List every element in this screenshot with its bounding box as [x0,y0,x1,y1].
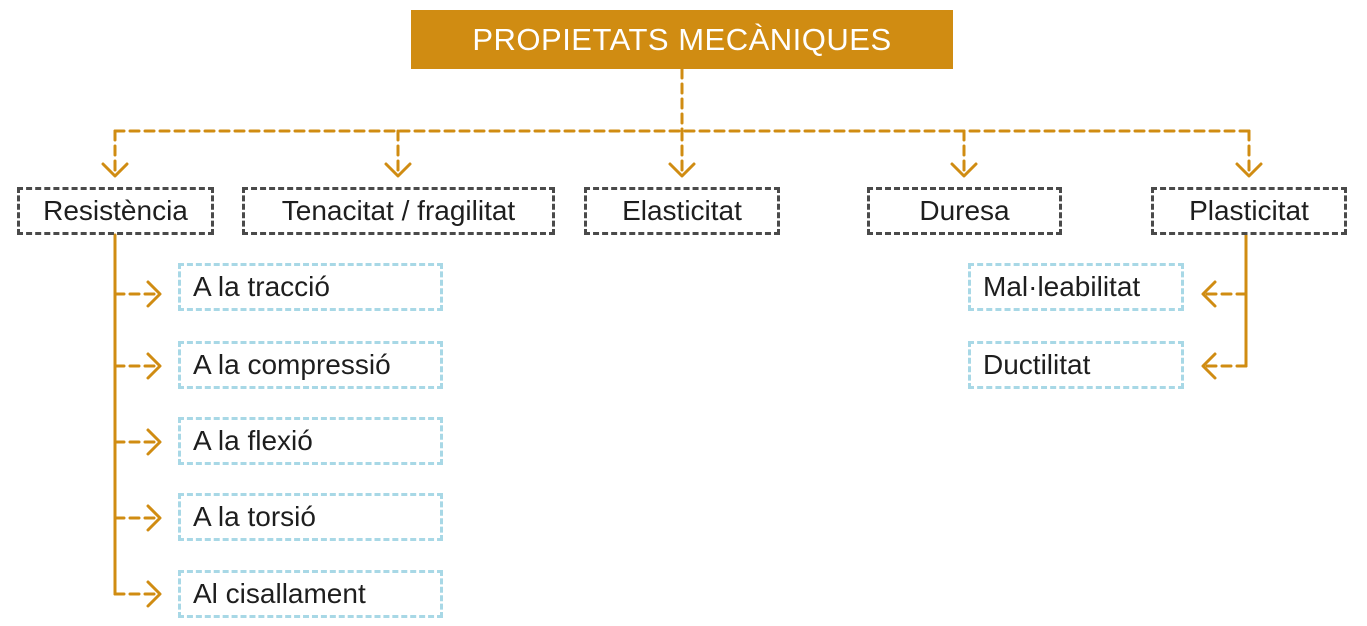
subtype-flexio: A la flexió [178,417,443,465]
arrowhead-malleabilitat [1201,280,1217,308]
arrowhead-traccio [146,280,162,308]
category-plasticitat: Plasticitat [1151,187,1347,235]
category-elasticitat: Elasticitat [584,187,780,235]
category-tenacitat: Tenacitat / fragilitat [242,187,555,235]
arrowhead-torsio [146,504,162,532]
arrowhead-plasticitat [1235,162,1263,178]
arrowhead-elasticitat [668,162,696,178]
arrowhead-resistencia [101,162,129,178]
arrowhead-compressio [146,352,162,380]
arrowhead-duresa [950,162,978,178]
subtype-ductilitat: Ductilitat [968,341,1184,389]
category-resistencia: Resistència [17,187,214,235]
subtype-torsio: A la torsió [178,493,443,541]
arrowhead-flexio [146,428,162,456]
subtype-cisallament: Al cisallament [178,570,443,618]
subtype-compressio: A la compressió [178,341,443,389]
arrowhead-cisallament [146,580,162,608]
arrowhead-ductilitat [1201,352,1217,380]
root-node: PROPIETATS MECÀNIQUES [411,10,953,69]
category-duresa: Duresa [867,187,1062,235]
subtype-malleabilitat: Mal·leabilitat [968,263,1184,311]
subtype-traccio: A la tracció [178,263,443,311]
arrowhead-tenacitat [384,162,412,178]
